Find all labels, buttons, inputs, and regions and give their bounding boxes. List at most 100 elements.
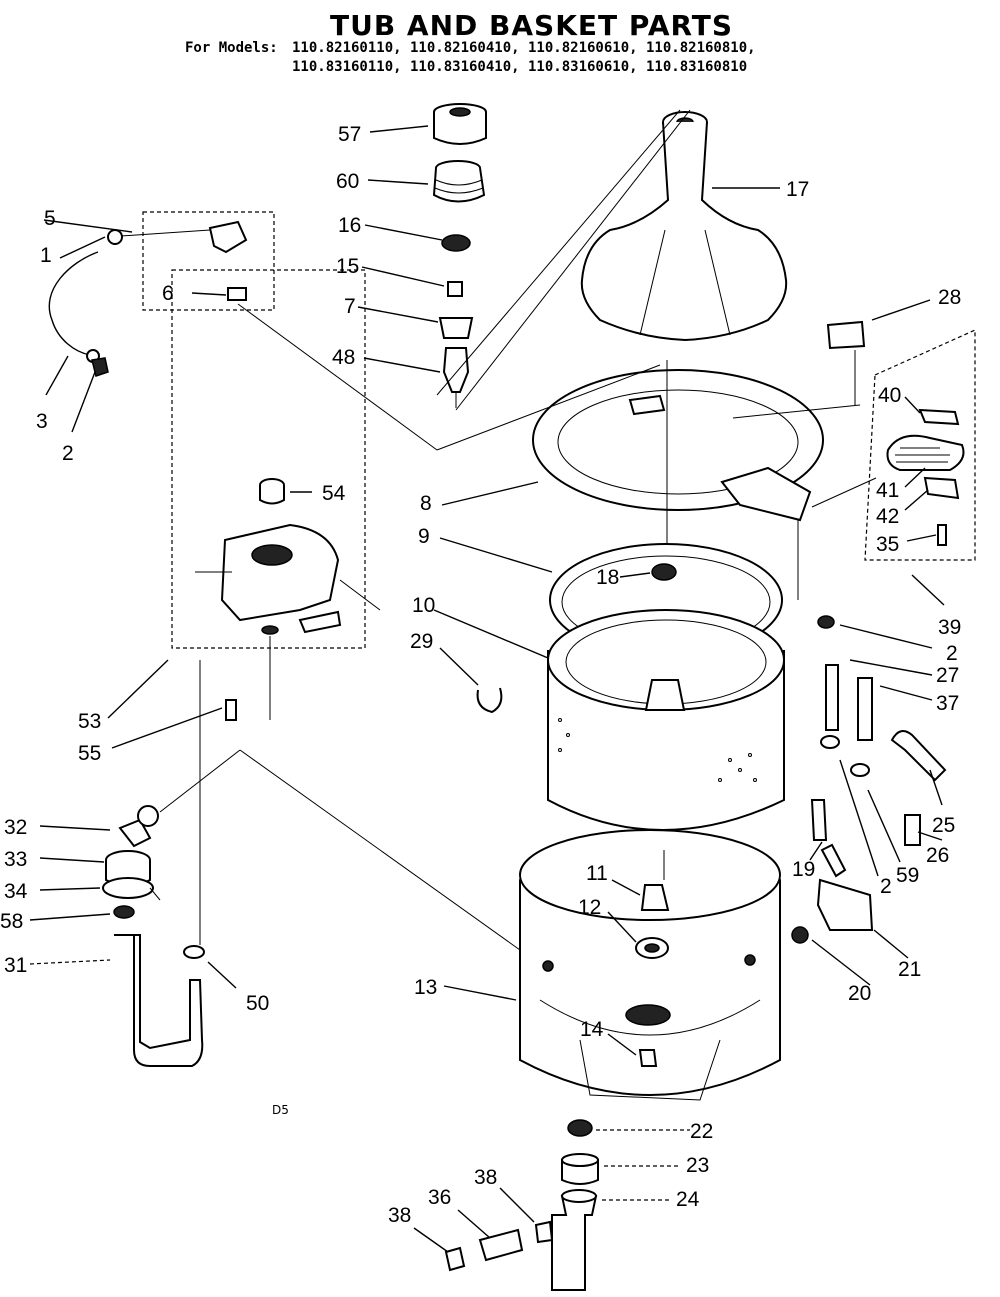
hose-31 <box>114 934 204 1067</box>
page-code: D5 <box>272 1103 289 1117</box>
label-21: 21 <box>898 958 921 981</box>
label-19: 19 <box>792 858 815 881</box>
part-35 <box>937 524 947 546</box>
part-22 <box>567 1119 593 1137</box>
outer-tub-13 <box>443 829 781 1101</box>
part-38-left <box>444 1246 466 1272</box>
label-39: 39 <box>938 616 961 639</box>
label-33: 33 <box>4 848 27 871</box>
part-27 <box>825 664 839 731</box>
agitator-stack <box>357 103 487 408</box>
part-34 <box>102 877 154 899</box>
label-9: 9 <box>418 525 430 548</box>
basket-10 <box>547 543 785 831</box>
part-38-right <box>534 1220 554 1244</box>
label-41: 41 <box>876 479 899 502</box>
dashed-box-5 <box>142 211 275 311</box>
label-58: 58 <box>0 910 23 933</box>
part-57 <box>433 112 487 145</box>
label-40: 40 <box>878 384 901 407</box>
label-59: 59 <box>896 864 919 887</box>
label-50: 50 <box>246 992 269 1015</box>
switch-body <box>208 220 248 254</box>
label-26: 26 <box>926 844 949 867</box>
label-17: 17 <box>786 178 809 201</box>
drain-pump-group <box>29 660 521 1067</box>
hose-19 <box>820 843 847 878</box>
part-14 <box>638 1049 658 1067</box>
label-13: 13 <box>414 976 437 999</box>
label-16: 16 <box>338 214 361 237</box>
label-15: 15 <box>336 255 359 278</box>
diagram-title: TUB AND BASKET PARTS <box>330 9 733 42</box>
models-line-1: 110.82160110, 110.82160410, 110.82160610… <box>292 40 756 56</box>
part-58 <box>113 905 135 919</box>
part-11 <box>640 884 670 911</box>
label-10: 10 <box>412 594 435 617</box>
label-34: 34 <box>4 880 28 903</box>
label-7: 7 <box>344 295 356 318</box>
filter-group <box>811 299 976 606</box>
label-60: 60 <box>336 170 359 193</box>
label-12: 12 <box>578 896 601 919</box>
models-prefix: For Models: <box>185 40 278 56</box>
part-21 <box>816 878 874 931</box>
label-27: 27 <box>936 664 959 687</box>
tub-ring-8 <box>532 360 861 560</box>
clamp-50 <box>183 945 205 959</box>
label-37: 37 <box>936 692 959 715</box>
label-48: 48 <box>332 346 355 369</box>
label-24: 24 <box>676 1188 700 1211</box>
part-7 <box>438 317 474 339</box>
part-55 <box>225 699 237 721</box>
label-42: 42 <box>876 505 899 528</box>
part-40 <box>918 408 960 426</box>
part-25 <box>890 730 947 782</box>
label-18: 18 <box>596 566 619 589</box>
hose-3 <box>48 251 99 356</box>
label-35: 35 <box>876 533 899 556</box>
label-32: 32 <box>4 816 27 839</box>
leader-long-1 <box>237 303 438 451</box>
splash-guard-tab <box>720 466 812 522</box>
models-line-2: 110.83160110, 110.83160410, 110.83160610… <box>292 59 747 75</box>
dashed-box-39 <box>864 329 976 561</box>
label-36: 36 <box>428 1186 451 1209</box>
label-54: 54 <box>322 482 346 505</box>
part-36 <box>478 1228 524 1262</box>
part-29 <box>476 687 503 714</box>
label-11: 11 <box>586 862 608 885</box>
label-1: 1 <box>40 244 52 267</box>
dashed-box-53 <box>171 269 366 649</box>
pump-body <box>220 523 340 622</box>
part-16 <box>441 234 471 252</box>
pump-group-53 <box>107 269 381 749</box>
part-15 <box>447 281 463 297</box>
label-28: 28 <box>938 286 961 309</box>
label-23: 23 <box>686 1154 709 1177</box>
clamp-2-mid <box>817 615 835 629</box>
part-26 <box>904 814 921 846</box>
label-38-upper: 38 <box>474 1166 497 1189</box>
agitator-17 <box>436 109 788 411</box>
part-48 <box>442 347 470 393</box>
hose-group-right <box>791 520 947 986</box>
label-14: 14 <box>580 1018 604 1041</box>
label-5: 5 <box>44 207 56 230</box>
pressure-switch-group <box>43 211 275 433</box>
label-53: 53 <box>78 710 101 733</box>
part-18 <box>651 563 677 581</box>
label-29: 29 <box>410 630 433 653</box>
part-20 <box>791 926 809 944</box>
label-55: 55 <box>78 742 101 765</box>
label-25: 25 <box>932 814 955 837</box>
part-42 <box>923 476 960 500</box>
label-31: 31 <box>4 954 27 977</box>
label-6: 6 <box>162 282 174 305</box>
part-41 <box>886 434 965 471</box>
part-28 <box>826 320 866 350</box>
label-57: 57 <box>338 123 361 146</box>
label-8: 8 <box>420 492 432 515</box>
